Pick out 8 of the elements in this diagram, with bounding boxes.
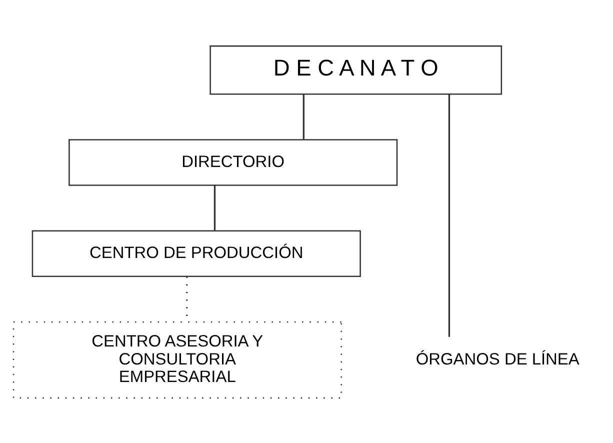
connector [214, 185, 216, 230]
node-box: CENTRO ASESORIA Y CONSULTORIA EMPRESARIAL [12, 320, 342, 398]
node-box: D E C A N A T O [210, 44, 502, 94]
connector [448, 94, 450, 336]
connector [302, 94, 304, 139]
node-box: CENTRO DE PRODUCCIÓN [32, 230, 361, 277]
node-box: DIRECTORIO [68, 138, 398, 186]
node-text: ÓRGANOS DE LÍNEA [416, 350, 580, 368]
